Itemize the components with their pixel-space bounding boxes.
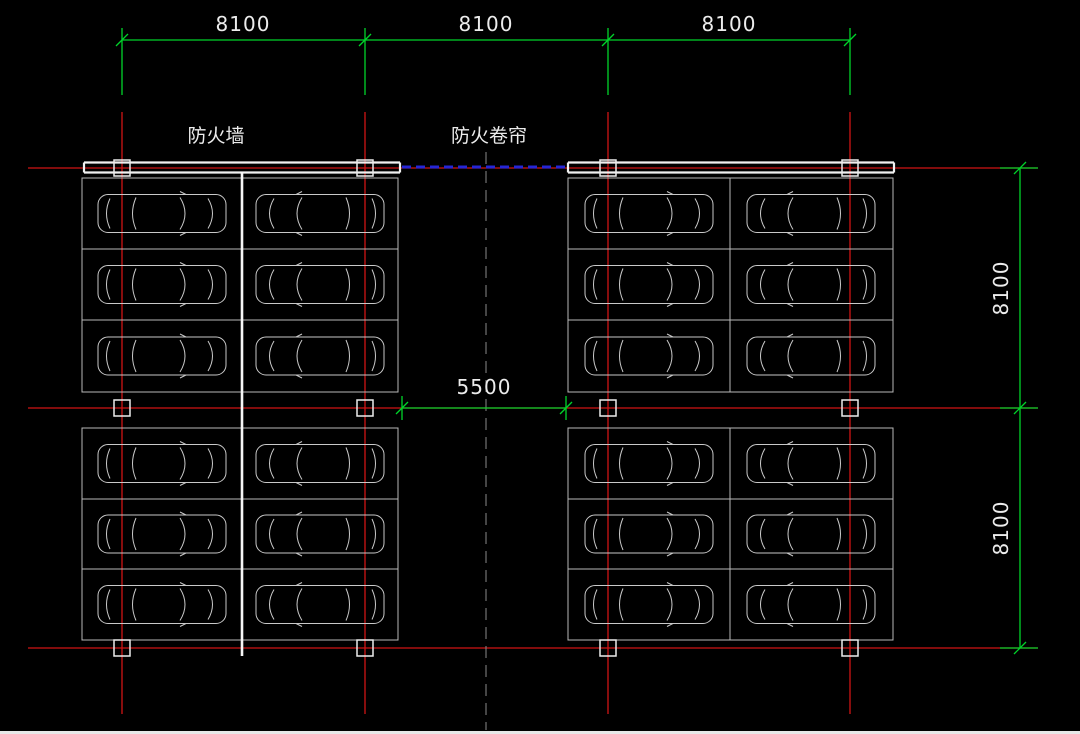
car-icon xyxy=(584,333,714,379)
car-icon xyxy=(584,441,714,486)
car-icon xyxy=(97,262,227,307)
fire-shutter-label: 防火卷帘 xyxy=(451,125,527,147)
car-icon xyxy=(746,511,876,557)
bottom-edge-line xyxy=(0,731,1080,734)
car-icon xyxy=(584,262,714,307)
parking-block-top-left xyxy=(81,177,399,393)
dim-label-top-2: 8100 xyxy=(459,12,514,36)
car-icon xyxy=(584,191,714,236)
stall-block-outline xyxy=(81,427,399,641)
car-icon xyxy=(97,582,227,627)
top-dimension-chain: 8100 8100 8100 xyxy=(115,12,857,95)
parking-block-bottom-left xyxy=(81,427,399,641)
car-icon xyxy=(746,441,876,486)
car-icon xyxy=(746,262,876,307)
dim-label-top-3: 8100 xyxy=(702,12,757,36)
car-icon xyxy=(97,333,227,379)
car-icon xyxy=(584,582,714,627)
parking-block-bottom-right xyxy=(567,427,894,641)
dim-label-right-1: 8100 xyxy=(989,261,1013,316)
dim-label-right-2: 8100 xyxy=(989,501,1013,556)
car-icon xyxy=(746,333,876,379)
fire-wall-top-right xyxy=(566,161,896,174)
car-icon xyxy=(97,191,227,236)
car-icon xyxy=(746,582,876,627)
right-dimension-chain: 8100 8100 xyxy=(989,161,1038,655)
dim-label-aisle: 5500 xyxy=(457,375,512,399)
dim-label-top-1: 8100 xyxy=(216,12,271,36)
structural-grid xyxy=(28,112,1038,714)
stall-block-outline xyxy=(81,177,399,393)
car-icon xyxy=(97,441,227,486)
fire-wall-label: 防火墙 xyxy=(187,125,244,147)
car-icon xyxy=(584,511,714,557)
car-icon xyxy=(746,191,876,236)
aisle-dimension: 5500 xyxy=(395,375,573,420)
car-icon xyxy=(97,511,227,557)
parking-block-top-right xyxy=(567,177,894,393)
